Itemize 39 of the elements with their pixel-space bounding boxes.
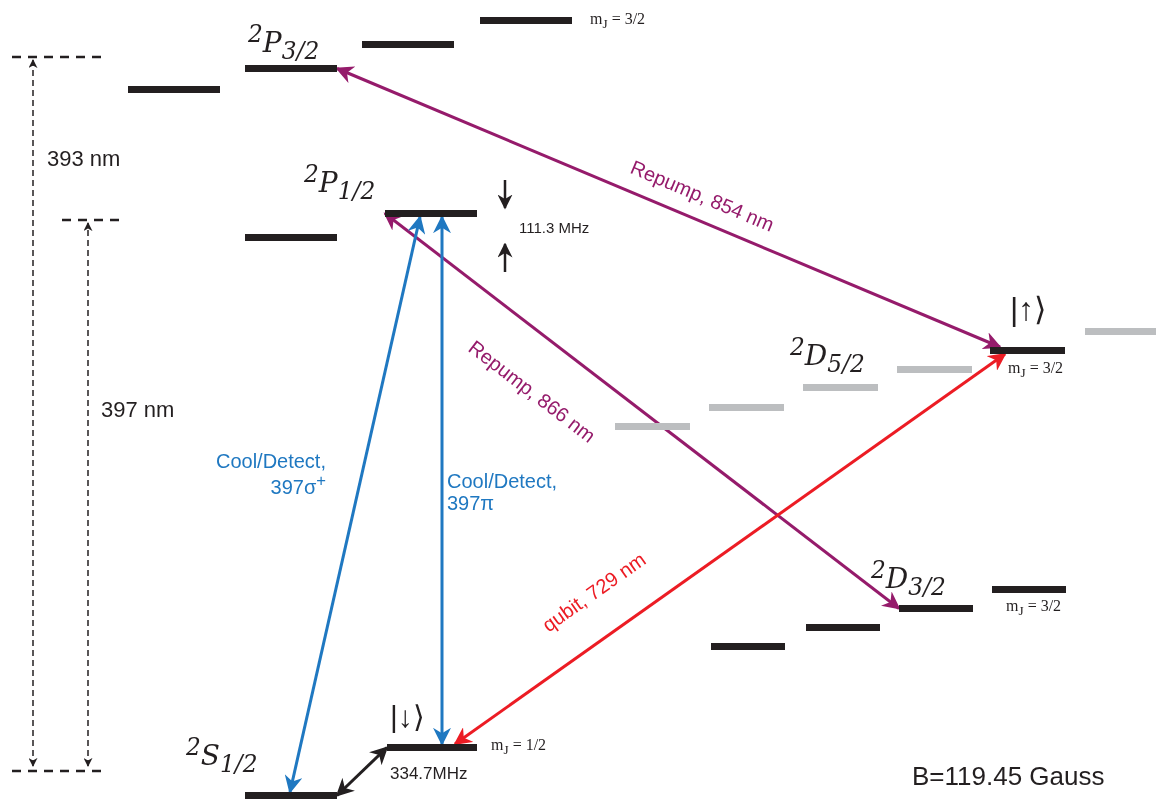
wavelength-label: 393 nm [47,147,121,172]
field-label: B=119.45 Gauss [912,762,1105,791]
edge-label: 334.7MHz [390,765,468,784]
energy-level [385,210,477,217]
term-symbol: $^{2}$S$_{1/2}$ [186,735,258,778]
term-symbol: $^{2}$D$_{5/2}$ [790,335,865,378]
energy-level [803,384,878,391]
energy-level [615,423,690,430]
term-symbol: $^{2}$D$_{3/2}$ [871,558,946,601]
state-label: |↑⟩ [1010,292,1047,328]
energy-level [899,605,973,612]
energy-level [245,792,337,799]
transition-arrow [284,215,426,794]
energy-level [711,643,785,650]
energy-level [245,65,337,72]
state-label: |↓⟩ [390,700,425,733]
energy-level [1085,328,1156,335]
edge-label: qubit, 729 nm [538,547,650,636]
transition-arrow [383,212,901,610]
energy-level [245,234,337,241]
transition-arrow [433,215,451,746]
wavelength-label: 397 nm [101,398,175,423]
quantum-number-label: m$_{J}$ = 3/2 [1008,359,1064,381]
energy-level [128,86,220,93]
quantum-number-label: m$_{J}$ = 3/2 [1006,597,1062,619]
quantum-number-label: m$_{J}$ = 1/2 [491,736,547,758]
energy-level [897,366,972,373]
term-symbol: $^{2}$P$_{3/2}$ [248,22,320,65]
transition-arrow [335,66,1002,349]
energy-level [362,41,454,48]
edge-label: Cool/Detect, 397π [447,470,559,514]
term-symbol: $^{2}$P$_{1/2}$ [304,162,376,205]
energy-level [806,624,880,631]
quantum-number-label: m$_{J}$ = 3/2 [590,10,646,32]
edge-label: Cool/Detect, 397σ$^{+}$ [214,450,326,498]
transition-arrow [335,746,389,797]
energy-level [709,404,784,411]
frequency-label: 111.3 MHz [519,220,590,237]
transition-arrow [453,352,1007,746]
